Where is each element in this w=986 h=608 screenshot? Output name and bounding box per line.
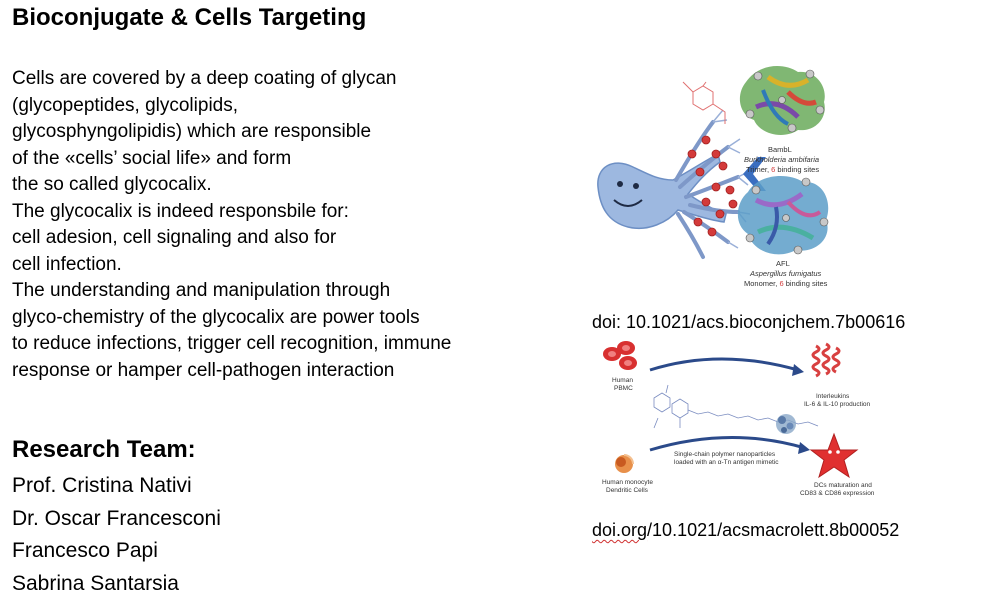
team-member: Prof. Cristina Nativi bbox=[12, 474, 192, 497]
doi-citation-2: doi.org/10.1021/acsmacrolett.8b00052 bbox=[592, 520, 899, 541]
research-team-heading: Research Team: bbox=[12, 436, 196, 463]
team-member: Dr. Oscar Francesconi bbox=[12, 506, 221, 530]
body-line: glyco-chemistry of the glycocalix are po… bbox=[12, 306, 420, 328]
bambl-sites: Trimer, 6 binding sites bbox=[746, 165, 819, 174]
afl-protein-icon bbox=[737, 176, 829, 255]
pbmc-cells-icon bbox=[603, 341, 637, 370]
afl-species: Aspergillus fumigatus bbox=[749, 269, 822, 278]
glycan-structure-drawing bbox=[682, 81, 726, 124]
binding-arrow-icon bbox=[743, 157, 766, 191]
body-line: the so called glycocalix. bbox=[12, 174, 212, 195]
doi-prefix: doi.org bbox=[592, 520, 648, 540]
team-member: Francesco Papi bbox=[12, 539, 158, 562]
body-line: of the «cells’ social life» and form bbox=[12, 147, 292, 169]
body-line: cell adesion, cell signaling and also fo… bbox=[12, 227, 337, 248]
monocyte-label-2: Dendritic Cells bbox=[606, 487, 649, 494]
body-paragraph: Cells are covered by a deep coating of g… bbox=[12, 66, 572, 384]
afl-sites: Monomer, 6 binding sites bbox=[744, 279, 828, 288]
dc-label-1: DCs maturation and bbox=[814, 482, 872, 489]
nanoparticle-icon bbox=[776, 414, 796, 434]
nanoparticle-figure: Human PBMC Interleukins IL-6 & IL-10 pro… bbox=[602, 341, 875, 497]
body-line: Cells are covered by a deep coating of g… bbox=[12, 68, 397, 89]
dc-label-2: CD83 & CD86 expression bbox=[800, 490, 875, 497]
body-line: (glycopeptides, glycolipids, bbox=[12, 94, 239, 116]
sugar-beads bbox=[687, 135, 738, 237]
nanoparticles-label-2: loaded with an α-Tn antigen mimetic bbox=[674, 459, 779, 466]
body-line: The understanding and manipulation throu… bbox=[12, 280, 391, 301]
body-line: cell infection. bbox=[12, 253, 122, 275]
bottom-arrow-icon bbox=[649, 435, 806, 452]
doi-suffix: /10.1021/acsmacrolett.8b00052 bbox=[647, 520, 900, 540]
monocyte-icon bbox=[615, 454, 634, 473]
pbmc-label-2: PBMC bbox=[614, 385, 633, 392]
team-member: Sabrina Santarsia bbox=[12, 571, 179, 595]
bambl-species: Burkholderia ambifaria bbox=[744, 155, 819, 164]
slide-title: Bioconjugate & Cells Targeting bbox=[12, 4, 367, 31]
dendritic-cell-star-icon bbox=[809, 432, 859, 479]
bambl-name: BambL bbox=[768, 145, 792, 154]
glycan-chains bbox=[674, 120, 740, 259]
body-line: to reduce infections, trigger cell recog… bbox=[12, 333, 452, 354]
antigen-molecule-drawing bbox=[653, 384, 819, 429]
research-team-list: Prof. Cristina Nativi Dr. Oscar Francesc… bbox=[12, 470, 221, 600]
top-arrow-head-icon bbox=[792, 364, 804, 376]
body-line: glycosphyngolipidis) which are responsib… bbox=[12, 121, 372, 142]
lectin-figure: BambL Burkholderia ambifaria Trimer, 6 b… bbox=[597, 66, 829, 288]
monocyte-label-1: Human monocyte bbox=[602, 479, 653, 486]
top-arrow-icon bbox=[649, 357, 799, 372]
bambl-protein-icon bbox=[739, 66, 825, 135]
pbmc-label-1: Human bbox=[612, 377, 633, 384]
interleukin-protein-icon bbox=[811, 342, 841, 378]
bottom-arrow-head-icon bbox=[798, 442, 810, 454]
doi-citation-1: doi: 10.1021/acs.bioconjchem.7b00616 bbox=[592, 312, 906, 332]
interleukins-label-2: IL-6 & IL-10 production bbox=[804, 401, 871, 408]
body-line: response or hamper cell-pathogen interac… bbox=[12, 359, 395, 381]
interleukins-label-1: Interleukins bbox=[816, 393, 850, 400]
body-line: The glycocalix is indeed responsbile for… bbox=[12, 200, 349, 222]
afl-name: AFL bbox=[776, 259, 790, 268]
nanoparticles-label-1: Single-chain polymer nanoparticles bbox=[674, 451, 776, 458]
